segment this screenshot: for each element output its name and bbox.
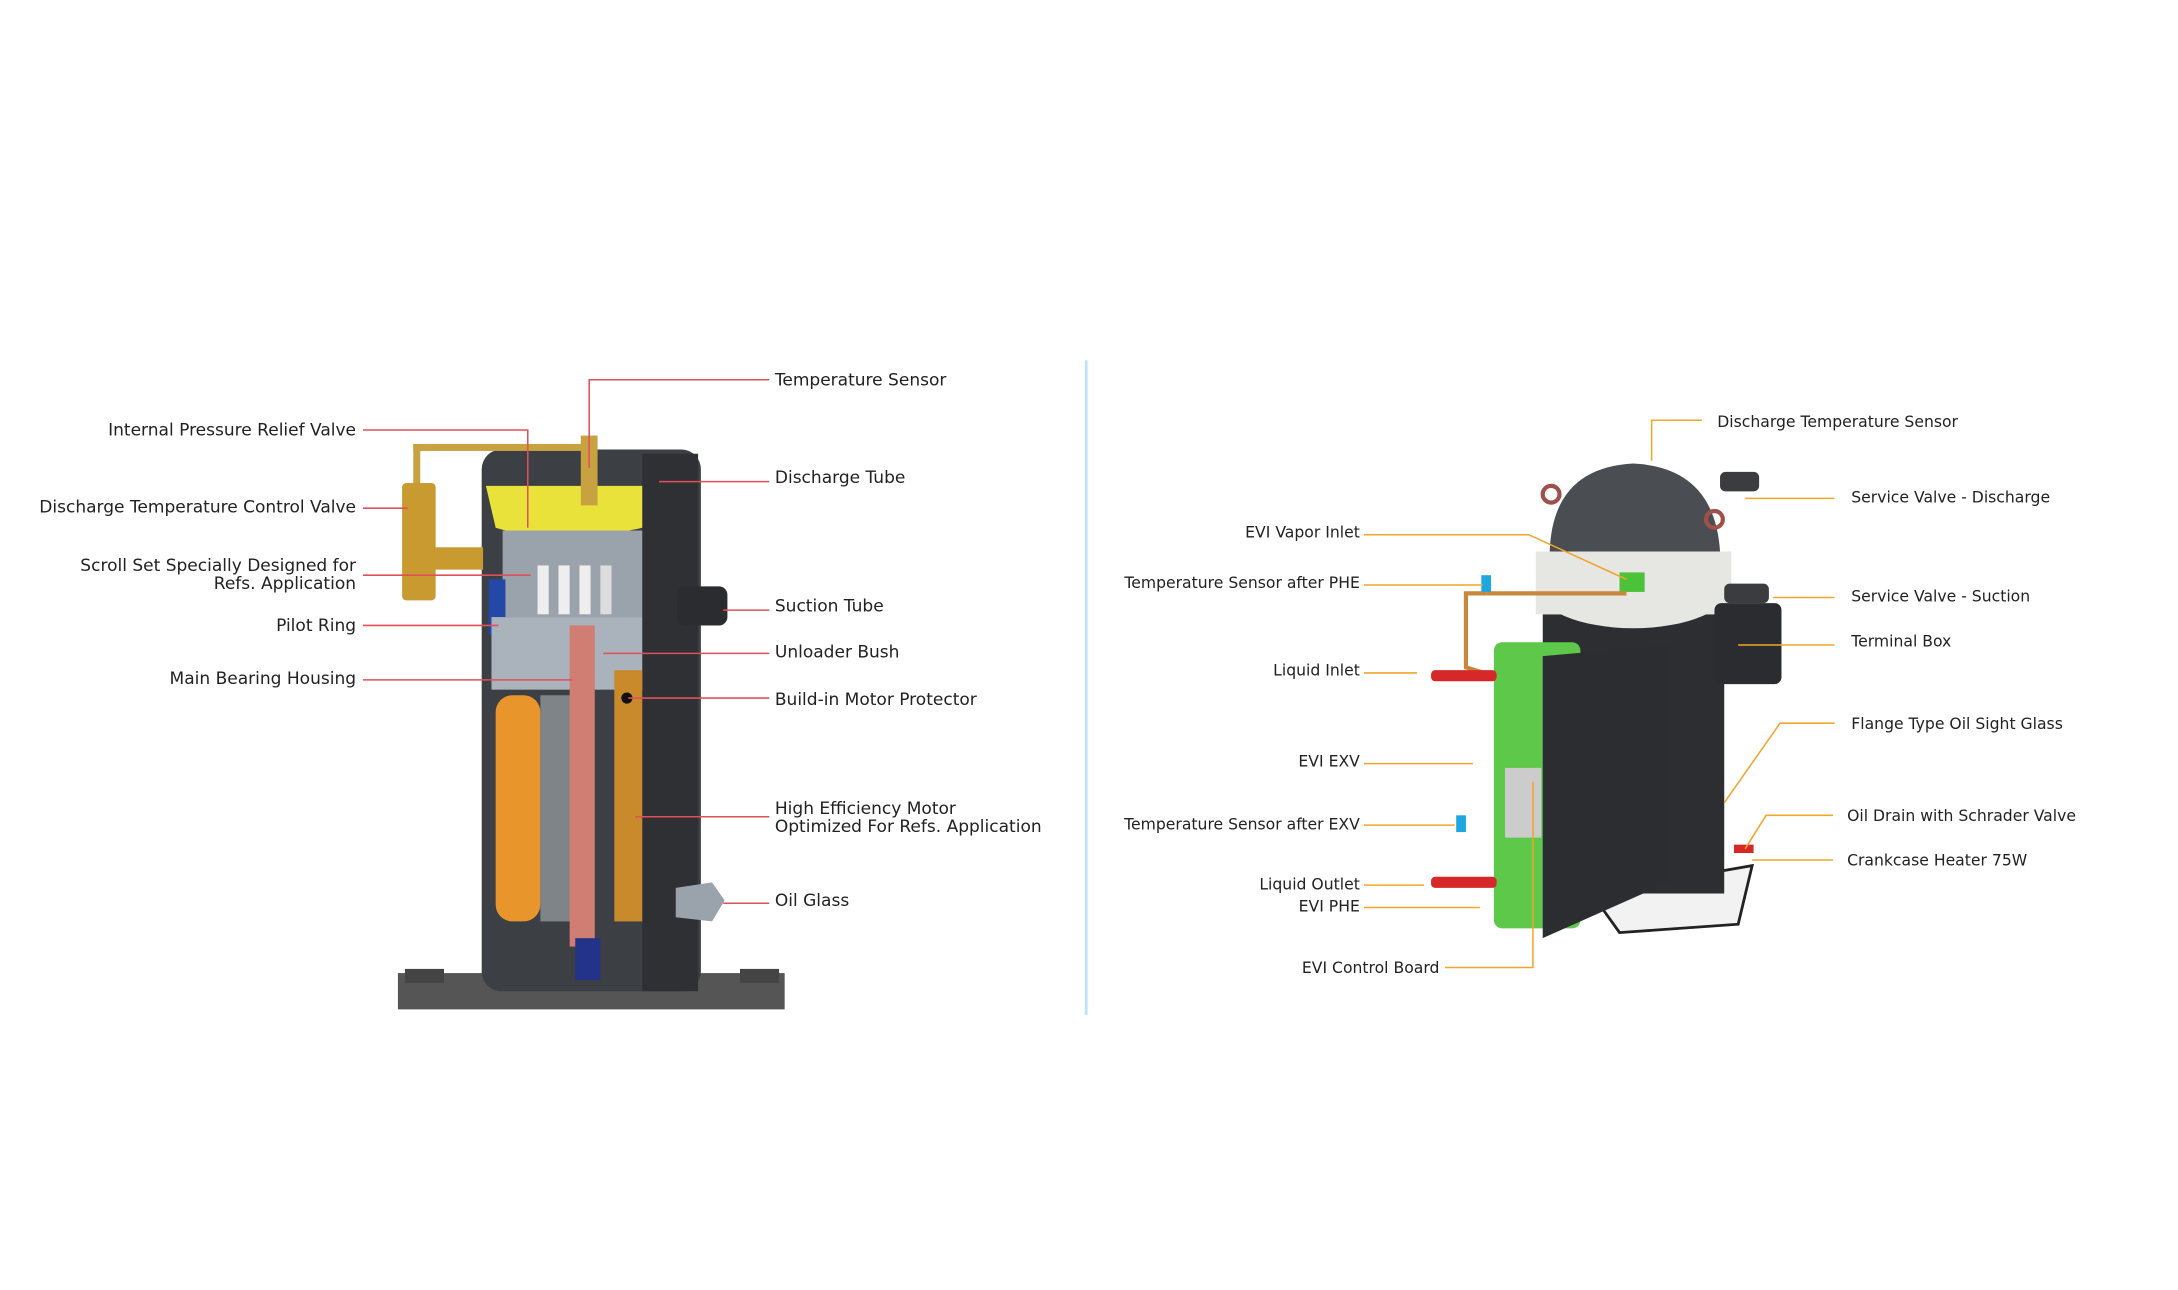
label-motor-line1: High Efficiency Motor: [775, 799, 956, 819]
label-temp-sensor-after-exv: Temperature Sensor after EXV: [1123, 814, 1360, 833]
label-temperature-sensor: Temperature Sensor: [774, 370, 947, 390]
evi-compressor: [1431, 463, 1782, 939]
label-evi-exv: EVI EXV: [1298, 751, 1360, 770]
label-suction-tube: Suction Tube: [775, 596, 884, 616]
label-evi-vapor-inlet: EVI Vapor Inlet: [1245, 523, 1360, 542]
label-evi-control-board: EVI Control Board: [1302, 958, 1440, 977]
label-oil-glass: Oil Glass: [775, 891, 849, 911]
label-scroll-set-line1: Scroll Set Specially Designed for: [80, 556, 356, 576]
label-motor-protector: Build-in Motor Protector: [775, 690, 977, 710]
scroll-compressor-cutaway: [397, 435, 785, 1010]
label-evi-phe: EVI PHE: [1299, 897, 1360, 916]
label-discharge-tube: Discharge Tube: [775, 468, 906, 488]
label-oil-drain: Oil Drain with Schrader Valve: [1847, 806, 2076, 825]
label-crankcase-heater: Crankcase Heater 75W: [1847, 851, 2027, 870]
label-liquid-outlet: Liquid Outlet: [1259, 874, 1360, 893]
label-unloader-bush: Unloader Bush: [775, 643, 900, 663]
label-motor-line2: Optimized For Refs. Application: [775, 817, 1042, 837]
label-temp-sensor-after-phe: Temperature Sensor after PHE: [1123, 573, 1359, 592]
label-terminal-box: Terminal Box: [1850, 631, 1951, 650]
label-main-bearing-housing: Main Bearing Housing: [170, 669, 356, 689]
label-scroll-set-line2: Refs. Application: [214, 574, 356, 594]
left-leader-lines: [363, 378, 770, 905]
label-discharge-temperature-sensor: Discharge Temperature Sensor: [1717, 412, 1958, 431]
label-discharge-temperature-control-valve: Discharge Temperature Control Valve: [39, 497, 356, 517]
label-flange-oil-sight-glass: Flange Type Oil Sight Glass: [1851, 714, 2063, 733]
right-leader-lines: [1364, 419, 1835, 969]
label-internal-pressure-relief-valve: Internal Pressure Relief Valve: [108, 421, 356, 441]
label-pilot-ring: Pilot Ring: [276, 616, 356, 636]
label-service-valve-suction: Service Valve - Suction: [1851, 587, 2030, 606]
label-liquid-inlet: Liquid Inlet: [1273, 661, 1360, 680]
label-service-valve-discharge: Service Valve - Discharge: [1851, 488, 2050, 507]
